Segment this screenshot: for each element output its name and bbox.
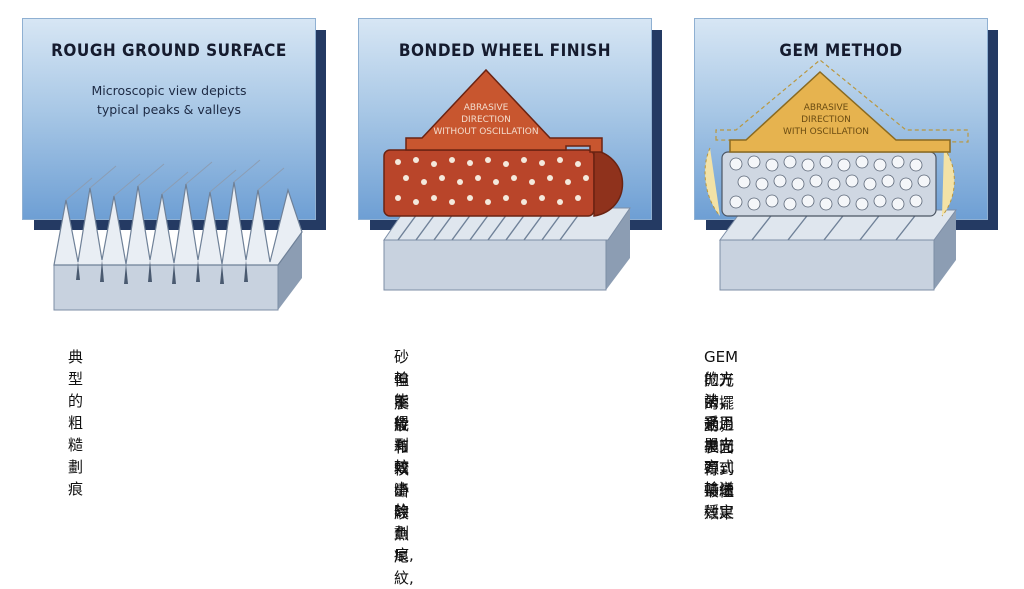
panel-subtitle-line-2: typical peaks & valleys <box>96 102 242 117</box>
arrow-label-line-1: ABRASIVE <box>804 103 849 113</box>
panel-title: BONDED WHEEL FINISH <box>398 41 612 61</box>
arrow-label-line-2: DIRECTION <box>461 115 511 125</box>
abrasive-direction-arrow <box>729 70 951 153</box>
panel-title: ROUGH GROUND SURFACE <box>51 41 287 61</box>
card-rough-ground: ROUGH GROUND SURFACE Microscopic view de… <box>22 18 316 220</box>
gem-method-illustration: ABRASIVE DIRECTION WITH OSCILLATION <box>704 59 969 291</box>
caption-line-3: 震紋和橫斷紋 <box>394 394 410 522</box>
arrow-label-line-2: DIRECTION <box>801 115 851 125</box>
bonded-wheel-illustration: ABRASIVE DIRECTION WITHOUT OSCILLATION <box>383 68 631 291</box>
panel-title: GEM METHOD <box>779 41 903 61</box>
arrow-label-line-3: WITH OSCILLATION <box>783 127 869 137</box>
arrow-label-line-1: ABRASIVE <box>464 103 509 113</box>
rough-surface-block <box>53 159 303 311</box>
abrasive-direction-arrow <box>405 68 603 153</box>
caption-line-3: 的擺動，表面得到最佳效果 <box>704 394 735 522</box>
panel-subtitle-line-1: Microscopic view depicts <box>91 83 247 98</box>
arrow-label-line-3: WITHOUT OSCILLATION <box>433 127 538 137</box>
caption-line-1: 典型的粗糙劃痕 <box>68 348 84 498</box>
rough-peaks <box>53 181 303 266</box>
